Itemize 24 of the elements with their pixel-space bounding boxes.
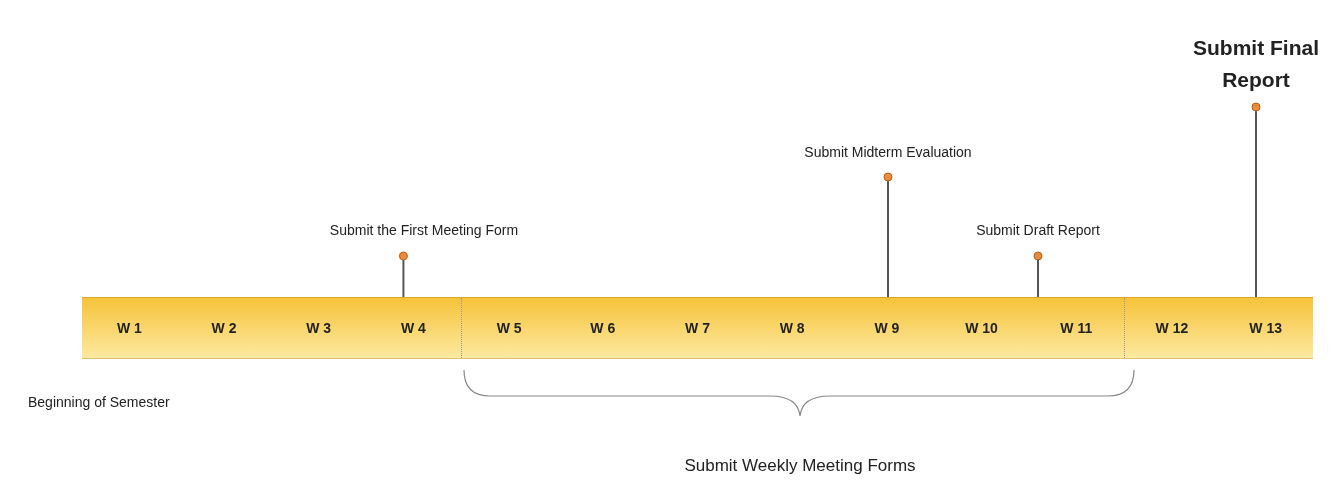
milestone-pin bbox=[1251, 102, 1261, 298]
week-cell: W 3 bbox=[271, 298, 367, 358]
milestone-label: Submit the First Meeting Form bbox=[294, 222, 554, 238]
milestone-pin bbox=[883, 172, 893, 298]
week-cell: W 5 bbox=[460, 298, 557, 358]
milestone-pin bbox=[398, 251, 408, 298]
week-cell: W 7 bbox=[650, 298, 745, 358]
week-cell: W 12 bbox=[1123, 298, 1220, 358]
week-cell: W 11 bbox=[1028, 298, 1124, 358]
milestone-label: Submit Draft Report bbox=[938, 222, 1138, 238]
milestone-label: Submit Midterm Evaluation bbox=[768, 144, 1008, 160]
week-cell: W 8 bbox=[744, 298, 840, 358]
week-cell: W 9 bbox=[839, 298, 935, 358]
week-cell: W 1 bbox=[82, 298, 177, 358]
week-cell: W 13 bbox=[1218, 298, 1313, 358]
week-cell: W 10 bbox=[934, 298, 1029, 358]
week-cell: W 4 bbox=[366, 298, 461, 358]
week-cell: W 6 bbox=[555, 298, 651, 358]
milestone-label: Submit Final Report bbox=[1190, 32, 1322, 96]
note-text: Submit Weekly Meeting Forms bbox=[683, 456, 917, 476]
timeline-bar bbox=[82, 297, 1313, 359]
note-text: Beginning of Semester bbox=[28, 394, 171, 410]
milestone-pin bbox=[1033, 251, 1043, 298]
week-cell: W 2 bbox=[176, 298, 272, 358]
